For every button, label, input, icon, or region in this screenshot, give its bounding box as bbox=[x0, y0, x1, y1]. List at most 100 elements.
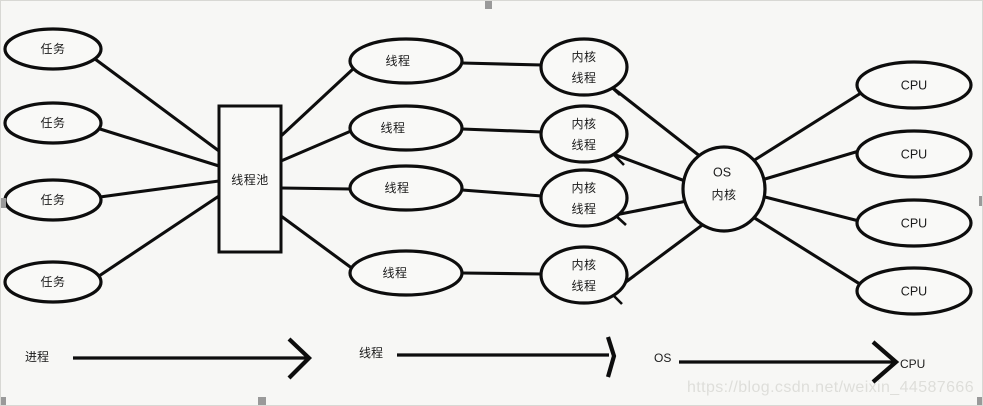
selection-handle-top-center[interactable] bbox=[485, 1, 492, 9]
edge-kernel-3-os bbox=[614, 199, 688, 217]
thread-nodes: 线程 线程 线程 线程 bbox=[348, 37, 464, 297]
task-node[interactable]: 任务 bbox=[3, 260, 103, 304]
edge-pool-thread-4 bbox=[280, 214, 354, 271]
task-label-3: 任务 bbox=[40, 192, 65, 207]
kernel-thread-ellipse-2[interactable] bbox=[539, 104, 629, 164]
kernel-thread-nodes: 内核 线程 内核 线程 内核 线程 内核 线程 bbox=[539, 37, 629, 305]
cpu-ellipse-1[interactable] bbox=[855, 60, 973, 110]
edge-task-1-pool bbox=[94, 57, 220, 153]
task-label-4: 任务 bbox=[40, 274, 65, 289]
kernel-thread-label-4-line1: 内核 bbox=[571, 258, 596, 272]
thread-pool-rect[interactable] bbox=[217, 104, 283, 254]
selection-handle-bottom-right[interactable] bbox=[977, 397, 982, 405]
edge-task-2-pool bbox=[99, 127, 220, 168]
thread-node[interactable]: 线程 bbox=[348, 164, 464, 212]
legend-item-process: 进程 bbox=[25, 337, 313, 380]
edge-os-cpu-2 bbox=[764, 149, 860, 181]
kernel-thread-node[interactable]: 内核 线程 bbox=[539, 245, 629, 305]
legend-arrow-head-thread bbox=[605, 336, 617, 378]
kernel-thread-node[interactable]: 内核 线程 bbox=[539, 104, 629, 164]
task-ellipse-2[interactable] bbox=[3, 101, 103, 145]
kernel-thread-label-3-line1: 内核 bbox=[571, 181, 596, 195]
task-node[interactable]: 任务 bbox=[3, 27, 103, 71]
cpu-label-2: CPU bbox=[901, 147, 927, 161]
kernel-thread-ellipse-3[interactable] bbox=[539, 168, 629, 228]
task-node[interactable]: 任务 bbox=[3, 101, 103, 145]
thread-pool-label: 线程池 bbox=[231, 172, 269, 187]
thread-ellipse-4[interactable] bbox=[348, 249, 464, 297]
edge-thread-3-kernel-3 bbox=[461, 188, 543, 198]
edge-kernel-2-tail bbox=[612, 153, 625, 166]
legend-label-thread: 线程 bbox=[359, 345, 383, 360]
selection-handle-left-middle[interactable] bbox=[1, 198, 6, 208]
selection-handle-bottom-left[interactable] bbox=[1, 397, 6, 405]
kernel-thread-ellipse-4[interactable] bbox=[539, 245, 629, 305]
cpu-node[interactable]: CPU bbox=[855, 198, 973, 248]
cpu-ellipse-3[interactable] bbox=[855, 198, 973, 248]
cpu-ellipse-2[interactable] bbox=[855, 129, 973, 179]
watermark-text: https://blog.csdn.net/weixin_44587666 bbox=[687, 379, 974, 396]
thread-ellipse-3[interactable] bbox=[348, 164, 464, 212]
kernel-thread-label-2-line2: 线程 bbox=[571, 137, 596, 152]
thread-label-4: 线程 bbox=[382, 265, 407, 280]
legend-item-cpu: CPU bbox=[900, 357, 925, 371]
legend-label-process: 进程 bbox=[25, 349, 49, 364]
thread-node[interactable]: 线程 bbox=[348, 104, 464, 152]
edge-os-cpu-1 bbox=[752, 91, 862, 163]
os-kernel-label-line2: 内核 bbox=[711, 188, 736, 202]
kernel-thread-label-3-line2: 线程 bbox=[571, 201, 596, 216]
task-node[interactable]: 任务 bbox=[3, 178, 103, 222]
task-ellipse-1[interactable] bbox=[3, 27, 103, 71]
edge-pool-thread-1 bbox=[279, 67, 355, 138]
thread-node[interactable]: 线程 bbox=[348, 37, 464, 85]
kernel-thread-label-1-line2: 线程 bbox=[571, 70, 596, 85]
cpu-label-1: CPU bbox=[901, 78, 927, 92]
legend-arrow-head-os bbox=[871, 340, 900, 384]
task-nodes: 任务 任务 任务 任务 bbox=[3, 27, 103, 304]
edge-os-cpu-3 bbox=[764, 195, 860, 223]
thread-label-3: 线程 bbox=[384, 180, 409, 195]
task-label-2: 任务 bbox=[40, 115, 65, 130]
kernel-thread-ellipse-1[interactable] bbox=[539, 37, 629, 97]
edge-task-4-pool bbox=[95, 194, 220, 280]
legend-row: 进程 线程 OS CPU bbox=[25, 336, 925, 384]
edge-thread-1-kernel-1 bbox=[461, 61, 543, 67]
thread-ellipse-2[interactable] bbox=[348, 104, 464, 152]
edge-kernel-1-os bbox=[608, 83, 702, 159]
kernel-thread-node[interactable]: 内核 线程 bbox=[539, 168, 629, 228]
edge-thread-4-kernel-4 bbox=[461, 271, 543, 276]
thread-label-1: 线程 bbox=[385, 53, 410, 68]
cpu-ellipse-4[interactable] bbox=[855, 266, 973, 316]
selection-handle-right-middle[interactable] bbox=[979, 196, 982, 206]
edges-task-to-pool bbox=[94, 57, 220, 280]
legend-label-os: OS bbox=[654, 351, 671, 365]
legend-label-cpu: CPU bbox=[900, 357, 925, 371]
os-kernel-node[interactable]: OS 内核 bbox=[681, 145, 767, 233]
edge-pool-thread-3 bbox=[280, 186, 352, 191]
selection-handle-bottom-center[interactable] bbox=[258, 397, 266, 405]
os-kernel-label-line1: OS bbox=[713, 165, 731, 179]
edges-thread-to-kernel bbox=[461, 61, 543, 276]
os-kernel-ellipse[interactable] bbox=[681, 145, 767, 233]
thread-pool-node[interactable]: 线程池 bbox=[217, 104, 283, 254]
legend-item-thread: 线程 bbox=[359, 336, 617, 378]
legend-item-os: OS bbox=[654, 340, 900, 384]
thread-label-2: 线程 bbox=[380, 120, 405, 135]
kernel-thread-node[interactable]: 内核 线程 bbox=[539, 37, 629, 97]
edges-os-to-cpu bbox=[752, 91, 864, 288]
task-ellipse-4[interactable] bbox=[3, 260, 103, 304]
cpu-label-4: CPU bbox=[901, 284, 927, 298]
thread-node[interactable]: 线程 bbox=[348, 249, 464, 297]
edge-os-cpu-4 bbox=[752, 215, 864, 288]
edge-pool-thread-2 bbox=[280, 129, 352, 163]
cpu-node[interactable]: CPU bbox=[855, 129, 973, 179]
cpu-node[interactable]: CPU bbox=[855, 266, 973, 316]
edge-thread-2-kernel-2 bbox=[461, 127, 543, 134]
edge-task-3-pool bbox=[99, 179, 220, 199]
thread-ellipse-1[interactable] bbox=[348, 37, 464, 85]
task-label-1: 任务 bbox=[40, 41, 65, 56]
cpu-node[interactable]: CPU bbox=[855, 60, 973, 110]
kernel-thread-label-4-line2: 线程 bbox=[571, 278, 596, 293]
